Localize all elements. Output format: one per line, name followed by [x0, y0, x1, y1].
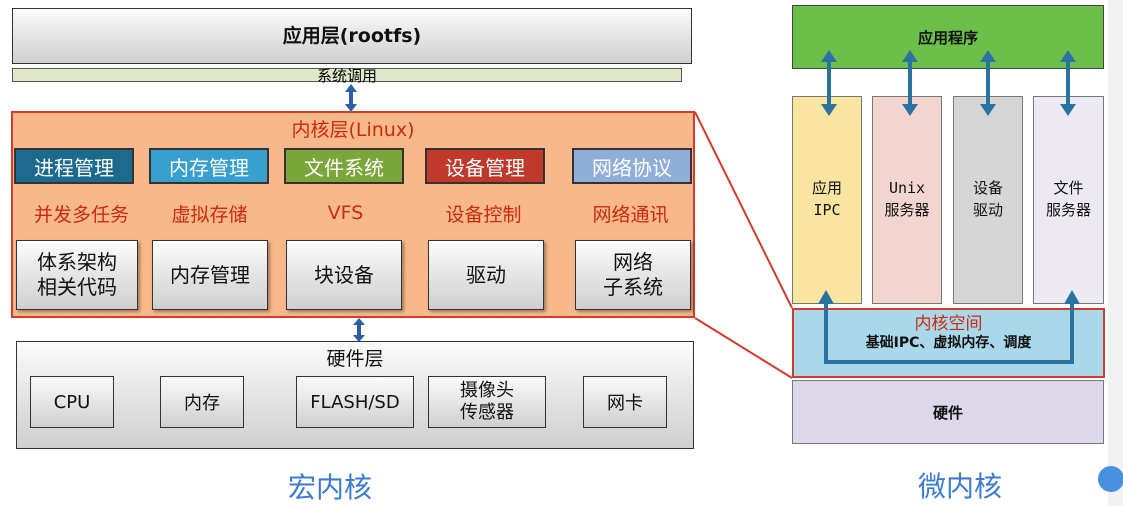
macro-kernel-caption: 宏内核: [287, 471, 372, 504]
hw-flash-sd: FLASH/SD: [296, 376, 414, 428]
micro-col-app-ipc: 应用 IPC: [792, 96, 862, 304]
arrowhead-down-2: [902, 104, 918, 116]
micro-app-box: 应用程序: [792, 5, 1104, 69]
floating-bubble-icon[interactable]: [1098, 466, 1123, 492]
module-network: 网络协议: [572, 148, 692, 184]
hardware-layer-title: 硬件层: [326, 347, 384, 370]
hw-nic: 网卡: [583, 376, 667, 428]
hw-memory: 内存: [160, 376, 244, 428]
syscall-bar: 系统调用: [12, 67, 682, 85]
hw-cpu: CPU: [30, 376, 114, 428]
micro-col-unix-server: Unix 服务器: [872, 96, 942, 304]
feature-device-control: 设备控制: [445, 203, 522, 226]
micro-kernel-space-desc: 基础IPC、虚拟内存、调度: [865, 335, 1032, 351]
micro-kernel-space-title: 内核空间: [914, 313, 983, 334]
arrowhead-down-1: [821, 104, 837, 116]
syscall-arrow: [345, 84, 357, 112]
module-device: 设备管理: [425, 148, 545, 184]
subsystem-driver: 驱动: [428, 240, 544, 310]
arrowhead-down-3: [980, 104, 996, 116]
kernel-layer-title: 内核层(Linux): [291, 118, 415, 141]
feature-virtual-storage: 虚拟存储: [171, 203, 248, 226]
arrowhead-up-3: [980, 50, 996, 62]
module-memory: 内存管理: [149, 148, 269, 184]
module-filesystem: 文件系统: [284, 148, 404, 184]
feature-vfs: VFS: [327, 202, 364, 224]
kernel-hw-arrow: [353, 318, 365, 342]
app-layer-label: 应用层(rootfs): [282, 25, 422, 47]
subsystem-network: 网络 子系统: [575, 240, 691, 310]
micro-col-file-server: 文件 服务器: [1033, 96, 1104, 304]
subsystem-memory: 内存管理: [152, 240, 268, 310]
ipc-route-line: [824, 300, 1074, 364]
micro-hardware-box: 硬件: [792, 380, 1104, 444]
feature-multitask: 并发多任务: [33, 203, 129, 226]
arrowhead-up-4: [1060, 50, 1076, 62]
subsystem-arch: 体系架构 相关代码: [16, 240, 138, 310]
arrowhead-up-2: [902, 50, 918, 62]
hw-camera-sensor: 摄像头 传感器: [428, 376, 546, 428]
micro-kernel-space-box: [792, 308, 1105, 378]
syscall-label: 系统调用: [316, 66, 377, 85]
ipc-route-arrow-right: [1064, 290, 1080, 304]
ipc-route-arrow-left: [818, 290, 834, 304]
app-layer-box: 应用层(rootfs): [12, 8, 692, 64]
micro-kernel-caption: 微内核: [917, 470, 1002, 503]
feature-network-comm: 网络通讯: [592, 203, 669, 226]
module-process: 进程管理: [14, 148, 134, 184]
arrowhead-up-1: [821, 50, 837, 62]
subsystem-block: 块设备: [286, 240, 402, 310]
right-edge-strip: [1108, 0, 1123, 506]
arrowhead-down-4: [1060, 104, 1076, 116]
